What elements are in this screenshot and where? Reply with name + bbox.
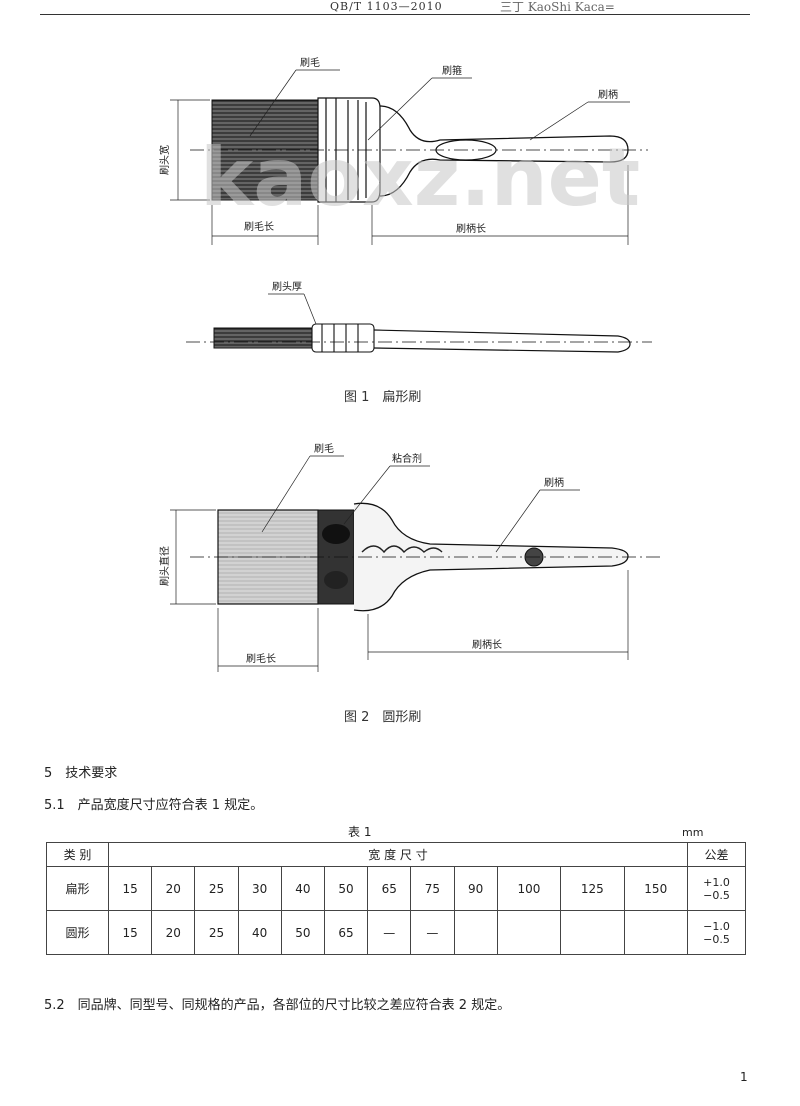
cell-value: 25 xyxy=(194,866,239,911)
cell-value: 50 xyxy=(280,910,325,955)
tolerance-lower: −0.5 xyxy=(703,932,730,946)
cell-tolerance: −1.0−0.5 xyxy=(687,910,746,955)
cell-value: 100 xyxy=(496,866,562,911)
figure-1-flat-brush: 刷头宽 刷毛长 刷柄长 刷毛 刷箍 刷柄 刷头厚 kaoxz.net xyxy=(158,57,652,353)
tolerance-upper: −1.0 xyxy=(703,919,730,933)
standard-number: QB/T 1103—2010 xyxy=(330,0,443,13)
fig1-label-head-width: 刷头宽 xyxy=(158,145,171,175)
table-1-unit: mm xyxy=(682,826,704,839)
tolerance-upper: +1.0 xyxy=(703,875,730,889)
header-width-size: 宽 度 尺 寸 xyxy=(108,842,688,867)
fig2-label-handle: 刷柄 xyxy=(544,476,564,489)
table-row-round: 圆形 15 20 25 40 50 65 — — −1.0−0.5 xyxy=(46,910,746,955)
cell-value xyxy=(453,910,498,955)
fig1-label-bristle: 刷毛 xyxy=(300,57,320,69)
cell-tolerance: +1.0−0.5 xyxy=(687,866,746,911)
cell-value: 20 xyxy=(151,910,196,955)
cell-value xyxy=(496,910,562,955)
cell-value: 150 xyxy=(623,866,688,911)
section-5-heading: 5 技术要求 xyxy=(44,766,118,781)
fig2-label-bristle-length: 刷毛长 xyxy=(246,653,276,665)
figure-2-caption: 图 2 圆形刷 xyxy=(344,710,422,725)
table-1-width-sizes: 类 别 宽 度 尺 寸 公差 扁形 15 20 25 30 40 50 65 7… xyxy=(46,842,746,955)
fig1-label-handle-length: 刷柄长 xyxy=(456,222,486,235)
fig2-label-handle-length: 刷柄长 xyxy=(472,638,502,651)
fig1-side-handle xyxy=(373,329,631,353)
header-rule xyxy=(40,14,750,15)
cell-value: — xyxy=(410,910,455,955)
cell-value: 90 xyxy=(453,866,498,911)
figure-2-round-brush: 刷头直径 刷毛长 刷柄长 刷毛 粘合剂 刷柄 xyxy=(158,443,660,672)
fig1-label-handle: 刷柄 xyxy=(598,88,618,101)
fig2-label-bristle: 刷毛 xyxy=(314,443,334,455)
figure-1-caption: 图 1 扁形刷 xyxy=(344,390,422,405)
fig1-label-ferrule: 刷箍 xyxy=(442,64,462,77)
page-number: 1 xyxy=(740,1070,748,1084)
cell-value xyxy=(560,910,625,955)
fig2-label-head-diameter: 刷头直径 xyxy=(158,546,171,586)
cell-value xyxy=(623,910,688,955)
fig2-label-binder: 粘合剂 xyxy=(392,452,422,465)
fig1-side-ferrule xyxy=(311,323,375,353)
clause-5-2: 5.2 同品牌、同型号、同规格的产品，各部位的尺寸比较之差应符合表 2 规定。 xyxy=(44,998,511,1013)
header-tolerance: 公差 xyxy=(687,842,746,867)
cell-value: 40 xyxy=(237,910,282,955)
cell-type: 扁形 xyxy=(46,866,109,911)
clause-5-1: 5.1 产品宽度尺寸应符合表 1 规定。 xyxy=(44,798,264,813)
cell-value: 30 xyxy=(237,866,282,911)
cell-value: — xyxy=(367,910,412,955)
cell-value: 25 xyxy=(194,910,239,955)
fig1-label-head-thickness: 刷头厚 xyxy=(272,281,302,293)
cell-type: 圆形 xyxy=(46,910,109,955)
cell-value: 20 xyxy=(151,866,196,911)
cell-value: 65 xyxy=(323,910,369,955)
cell-value: 15 xyxy=(107,866,153,911)
table-1-title: 表 1 xyxy=(348,825,372,839)
watermark: kaoxz.net xyxy=(200,131,640,224)
cell-value: 50 xyxy=(323,866,369,911)
table-row-flat: 扁形 15 20 25 30 40 50 65 75 90 100 125 15… xyxy=(46,866,746,911)
fig1-side-bristle xyxy=(213,327,313,349)
tolerance-lower: −0.5 xyxy=(703,888,730,902)
header-type: 类 别 xyxy=(46,842,109,867)
cell-value: 15 xyxy=(107,910,153,955)
cell-value: 65 xyxy=(367,866,412,911)
header-site-text: 三丁 KaoShi Kaca= xyxy=(500,0,615,14)
cell-value: 75 xyxy=(410,866,455,911)
table-header-row: 类 别 宽 度 尺 寸 公差 xyxy=(46,842,746,867)
cell-value: 125 xyxy=(560,866,625,911)
fig1-label-bristle-length: 刷毛长 xyxy=(244,221,274,233)
cell-value: 40 xyxy=(280,866,325,911)
